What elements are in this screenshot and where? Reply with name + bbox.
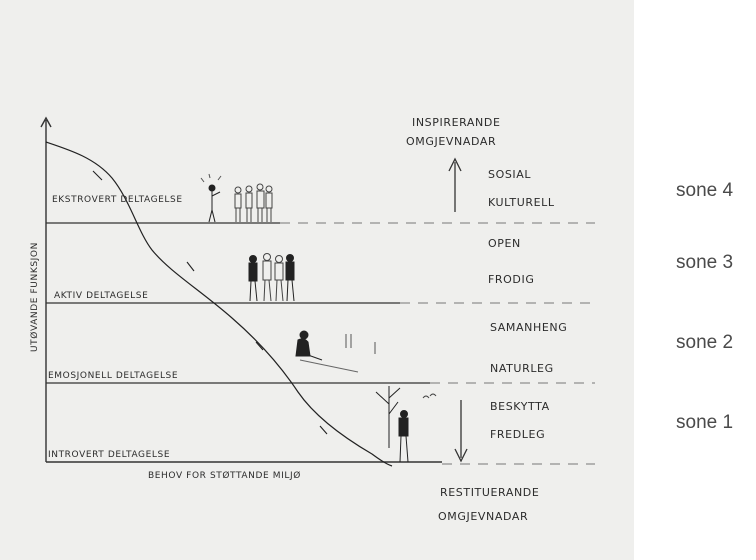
zone-4-quality-1: SOSIAL (488, 168, 531, 181)
bottom-label-line-1: RESTITUERANDE (440, 486, 539, 499)
x-axis-label: BEHOV FOR STØTTANDE MILJØ (148, 470, 301, 481)
performance-curve (45, 141, 393, 467)
bottom-label-line-2: OMGJEVNADAR (438, 510, 528, 523)
sone-1-label: sone 1 (676, 412, 734, 433)
people-group-sketch (200, 173, 273, 223)
zone-3-quality-1: OPEN (488, 237, 521, 250)
zone-3-quality-2: FRODIG (488, 273, 534, 286)
zone-1-quality-2: FREDLEG (490, 428, 545, 441)
down-arrow-icon (454, 400, 468, 463)
zone-3-participation-label: AKTIV DELTAGELSE (54, 291, 148, 301)
zone-4-participation-label: EKSTROVERT DELTAGELSE (52, 195, 183, 205)
curve-tick-marks (92, 170, 328, 435)
y-axis-arrow (40, 116, 52, 128)
zone-4-quality-2: KULTURELL (488, 196, 555, 209)
sone-4-label: sone 4 (676, 180, 734, 201)
sone-3-label: sone 3 (676, 252, 734, 273)
sitting-person-sketch (295, 330, 376, 373)
zone-1-quality-1: BESKYTTA (490, 400, 550, 413)
top-label-line-1: INSPIRERANDE (412, 116, 501, 129)
zone-2-quality-2: NATURLEG (490, 362, 554, 375)
sone-2-label: sone 2 (676, 332, 734, 353)
zone-1-participation-label: INTROVERT DELTAGELSE (48, 450, 170, 460)
zone-2-quality-1: SAMANHENG (490, 321, 567, 334)
zone-diagram: UTØVANDE FUNKSJON BEHOV FOR STØTTANDE MI… (29, 116, 595, 523)
up-arrow-icon (448, 157, 462, 212)
walking-group-sketch (248, 253, 295, 302)
y-axis-label: UTØVANDE FUNKSJON (29, 242, 40, 352)
sketch-paper (0, 0, 634, 560)
top-label-line-2: OMGJEVNADAR (406, 135, 496, 148)
zone-2-participation-label: EMOSJONELL DELTAGELSE (48, 371, 178, 381)
tree-and-person-sketch (375, 386, 437, 463)
